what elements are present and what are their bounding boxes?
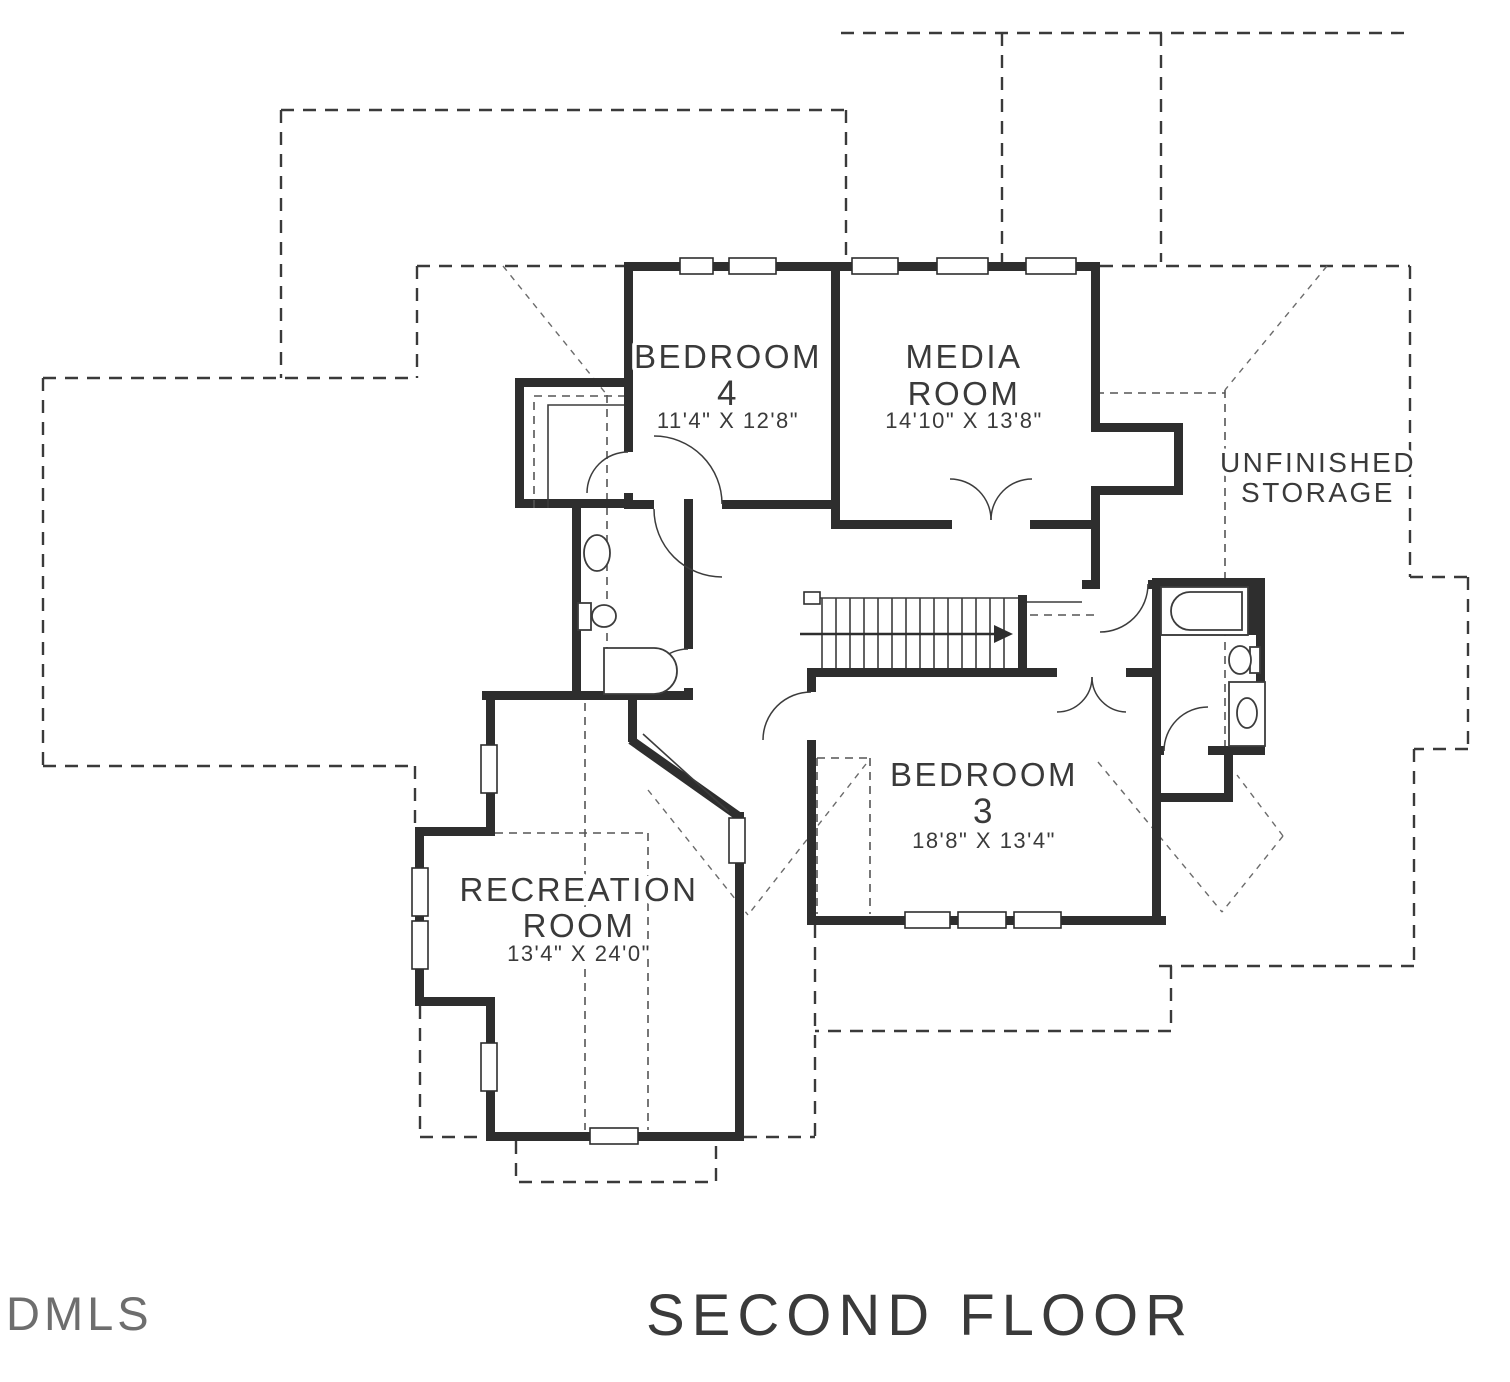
- page-title: SECOND FLOOR: [646, 1283, 1194, 1348]
- hall-bathroom-fixtures: [577, 534, 678, 695]
- bedroom-3-number: 3: [973, 792, 995, 831]
- unfinished-storage-label-line2: STORAGE: [1241, 477, 1395, 508]
- bathtub-icon: [1160, 586, 1249, 636]
- bedroom-3-label: BEDROOM: [890, 756, 1078, 793]
- bathtub-icon: [603, 647, 678, 695]
- recreation-room-label-line1: RECREATION: [460, 871, 699, 908]
- toilet-icon: [577, 602, 617, 631]
- windows: [411, 257, 1077, 1145]
- toilet-icon: [1228, 645, 1261, 675]
- staircase: [800, 591, 1094, 668]
- stair-direction-arrow: [800, 625, 1013, 643]
- vanity-sink-icon: [1228, 681, 1266, 747]
- doors: [586, 435, 1209, 752]
- recreation-room-dimensions: 13'4" X 24'0": [507, 941, 651, 966]
- unfinished-storage-label-line1: UNFINISHED: [1220, 447, 1416, 478]
- watermark-logo: DMLS: [6, 1287, 153, 1340]
- media-room-label-line1: MEDIA: [905, 338, 1022, 375]
- bedroom-4-dimensions: 11'4" X 12'8": [657, 408, 799, 433]
- bedroom-4-label: BEDROOM: [634, 338, 822, 375]
- bedroom-3-dimensions: 18'8" X 13'4": [912, 828, 1056, 853]
- closet-shelving: [533, 395, 624, 508]
- sink-icon: [583, 534, 611, 572]
- roof-outline-dashed: [41, 31, 1470, 1184]
- media-room-label-line2: ROOM: [908, 375, 1021, 412]
- recreation-room-label-line2: ROOM: [523, 907, 636, 944]
- interior-dashed-lines: [495, 265, 1328, 1130]
- room-labels: BEDROOM 4 11'4" X 12'8" MEDIA ROOM 14'10…: [455, 334, 1418, 971]
- bedroom-4-number: 4: [717, 374, 739, 413]
- ensuite-bathroom-fixtures: [1160, 586, 1266, 747]
- walls: [415, 262, 1265, 1141]
- media-room-dimensions: 14'10" X 13'8": [885, 408, 1043, 433]
